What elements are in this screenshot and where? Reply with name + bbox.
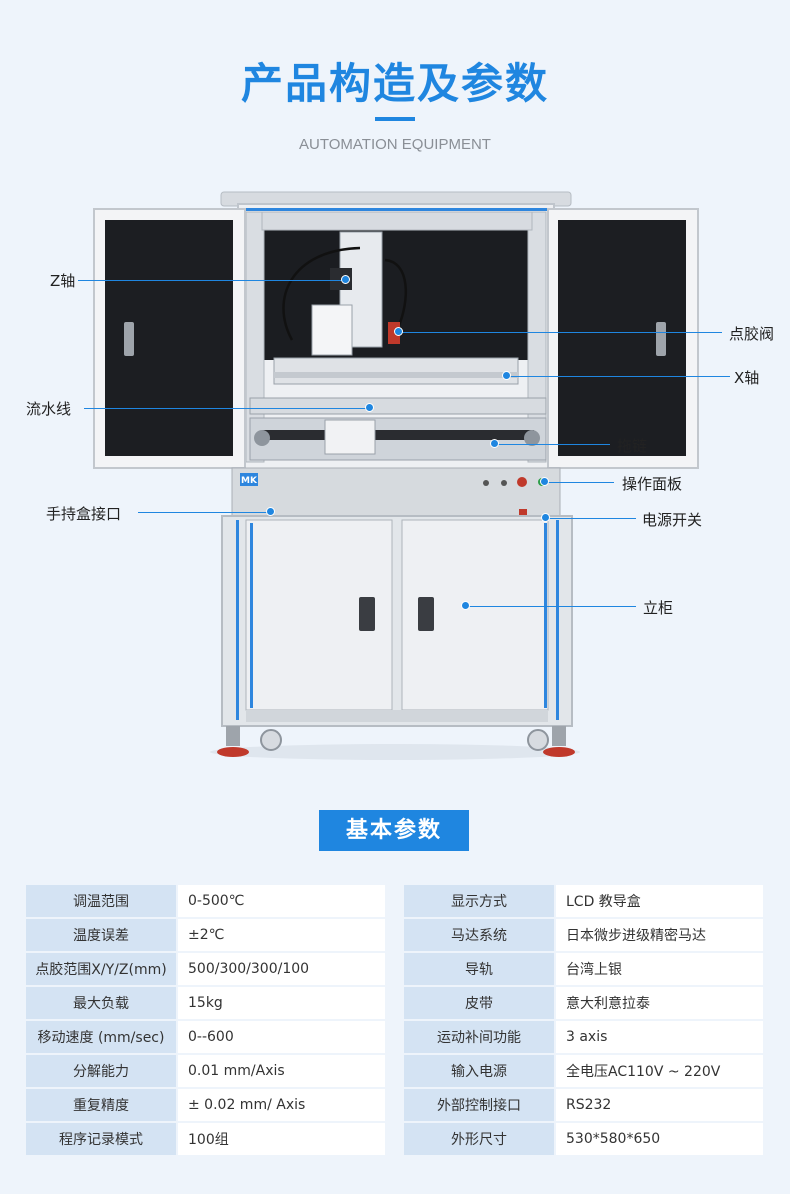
param-key: 移动速度 (mm/sec)	[26, 1021, 176, 1053]
x-axis-leader	[508, 376, 730, 377]
param-value: 0--600	[178, 1021, 385, 1053]
power-switch-leader	[546, 518, 636, 519]
drag-chain-label: 拖链	[617, 437, 648, 455]
param-key: 程序记录模式	[26, 1123, 176, 1155]
control-panel-label: 操作面板	[622, 475, 683, 493]
handheld-port-marker	[266, 507, 275, 516]
param-key: 皮带	[404, 987, 554, 1019]
cabinet-marker	[461, 601, 470, 610]
control-panel-marker	[540, 477, 549, 486]
conveyor-label: 流水线	[26, 400, 72, 418]
param-value: 0-500℃	[178, 885, 385, 917]
param-value: 台湾上银	[556, 953, 763, 985]
param-key: 外形尺寸	[404, 1123, 554, 1155]
param-row: 点胶范围X/Y/Z(mm)500/300/300/100	[26, 953, 385, 985]
param-row: 输入电源全电压AC110V ~ 220V	[404, 1055, 763, 1087]
param-row: 马达系统日本微步进级精密马达	[404, 919, 763, 951]
param-key: 重复精度	[26, 1089, 176, 1121]
param-value: 意大利意拉泰	[556, 987, 763, 1019]
params-section-title: 基本参数	[319, 810, 469, 851]
param-key: 导轨	[404, 953, 554, 985]
power-switch-marker	[541, 513, 550, 522]
param-value: 全电压AC110V ~ 220V	[556, 1055, 763, 1087]
param-row: 皮带意大利意拉泰	[404, 987, 763, 1019]
param-value: 500/300/300/100	[178, 953, 385, 985]
glue-valve-leader	[400, 332, 722, 333]
param-value: ±2℃	[178, 919, 385, 951]
x-axis-label: X轴	[734, 369, 760, 387]
title-underline	[375, 117, 415, 121]
param-value: 100组	[178, 1123, 385, 1155]
conveyor-marker	[365, 403, 374, 412]
z-axis-marker	[341, 275, 350, 284]
glue-valve-marker	[394, 327, 403, 336]
param-key: 输入电源	[404, 1055, 554, 1087]
param-row: 导轨台湾上银	[404, 953, 763, 985]
handheld-port-leader	[138, 512, 270, 513]
param-value: LCD 教导盒	[556, 885, 763, 917]
param-value: 530*580*650	[556, 1123, 763, 1155]
param-value: 日本微步进级精密马达	[556, 919, 763, 951]
param-value: 3 axis	[556, 1021, 763, 1053]
handheld-port-label: 手持盒接口	[46, 505, 122, 523]
param-key: 马达系统	[404, 919, 554, 951]
param-row: 移动速度 (mm/sec)0--600	[26, 1021, 385, 1053]
drag-chain-leader	[496, 444, 610, 445]
z-axis-leader	[78, 280, 346, 281]
param-row: 温度误差±2℃	[26, 919, 385, 951]
param-value: RS232	[556, 1089, 763, 1121]
param-key: 最大负载	[26, 987, 176, 1019]
param-value: ± 0.02 mm/ Axis	[178, 1089, 385, 1121]
param-row: 重复精度± 0.02 mm/ Axis	[26, 1089, 385, 1121]
param-key: 显示方式	[404, 885, 554, 917]
control-panel-leader	[546, 482, 614, 483]
page-subtitle: AUTOMATION EQUIPMENT	[299, 136, 491, 153]
glue-valve-label: 点胶阀	[729, 325, 775, 343]
cabinet-leader	[466, 606, 636, 607]
param-key: 温度误差	[26, 919, 176, 951]
param-value: 0.01 mm/Axis	[178, 1055, 385, 1087]
param-key: 点胶范围X/Y/Z(mm)	[26, 953, 176, 985]
param-key: 运动补间功能	[404, 1021, 554, 1053]
param-key: 调温范围	[26, 885, 176, 917]
param-key: 外部控制接口	[404, 1089, 554, 1121]
page-title: 产品构造及参数	[240, 59, 549, 108]
z-axis-label: Z轴	[50, 272, 76, 290]
x-axis-marker	[502, 371, 511, 380]
drag-chain-marker	[490, 439, 499, 448]
param-key: 分解能力	[26, 1055, 176, 1087]
cabinet-label: 立柜	[643, 599, 674, 617]
power-switch-label: 电源开关	[642, 511, 703, 529]
conveyor-leader	[84, 408, 370, 409]
param-value: 15kg	[178, 987, 385, 1019]
machine-logo: MK	[241, 476, 258, 486]
